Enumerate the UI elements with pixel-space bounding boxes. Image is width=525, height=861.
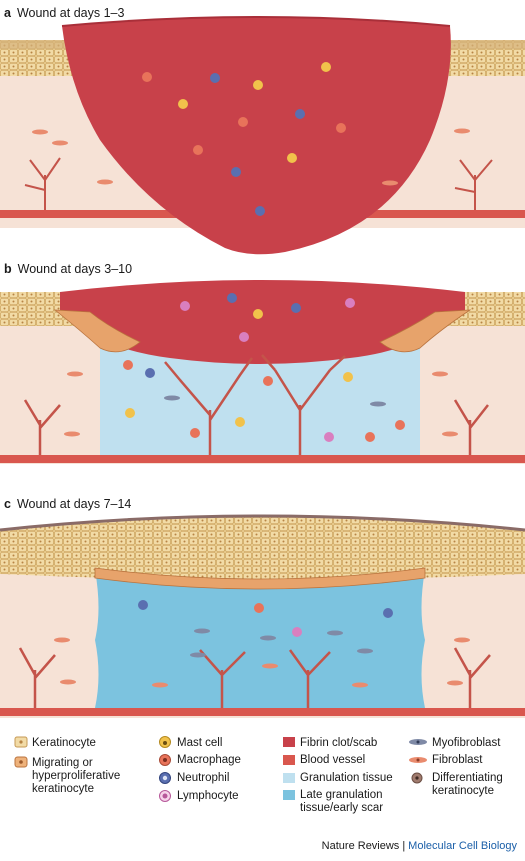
legend-keratinocyte: Keratinocyte <box>32 737 96 749</box>
epidermis <box>0 516 525 580</box>
legend-differentiating-keratinocyte: Differentiating keratinocyte <box>432 772 503 797</box>
panel-b-title: b Wound at days 3–10 <box>4 262 132 276</box>
keratinocyte-icon <box>14 736 28 748</box>
granulation-tissue-icon <box>283 773 295 783</box>
legend-neutrophil: Neutrophil <box>177 772 230 784</box>
migrating-keratinocytes-right <box>379 309 472 353</box>
differentiating-keratinocytes <box>0 514 525 532</box>
immune-cells <box>142 62 346 216</box>
granulation-tissue <box>100 342 420 455</box>
vessel-branches <box>18 647 491 708</box>
legend-late-granulation: Late granulation tissue/early scar <box>300 789 384 814</box>
fibrin-clot-icon <box>283 737 295 747</box>
journal-name: Nature Reviews <box>321 840 400 852</box>
legend-macrophage: Macrophage <box>177 754 241 766</box>
panel-b-diagram <box>0 280 525 464</box>
legend-migrating-keratinocyte: Migrating or hyperproliferative keratino… <box>32 757 121 795</box>
blood-vessel <box>0 708 525 716</box>
credit-line: Nature Reviews|Molecular Cell Biology <box>322 840 517 852</box>
fibrin-clot <box>62 17 451 255</box>
panel-a-title: a Wound at days 1–3 <box>4 6 124 20</box>
panel-c-diagram <box>0 514 525 718</box>
legend: Keratinocyte Migrating or hyperprolifera… <box>0 730 525 830</box>
panel-letter: a <box>4 6 11 20</box>
legend-myofibroblast: Myofibroblast <box>432 737 501 749</box>
macrophage-icon <box>159 754 171 766</box>
panel-letter: c <box>4 497 11 511</box>
fibroblasts <box>64 371 458 437</box>
myofibroblasts <box>190 628 373 658</box>
legend-lymphocyte: Lymphocyte <box>177 790 239 802</box>
differentiating-keratinocyte-icon <box>411 772 423 784</box>
late-granulation-tissue <box>95 570 425 708</box>
myofibroblasts <box>164 395 386 407</box>
legend-mast-cell: Mast cell <box>177 737 223 749</box>
blood-vessel-icon <box>283 755 295 765</box>
panel-title-text: Wound at days 1–3 <box>16 6 125 20</box>
legend-fibroblast: Fibroblast <box>432 754 483 766</box>
panel-title-text: Wound at days 7–14 <box>16 497 132 511</box>
panel-title-text: Wound at days 3–10 <box>17 262 133 276</box>
immune-cells <box>123 293 405 442</box>
legend-blood-vessel: Blood vessel <box>300 754 366 766</box>
panel-c-title: c Wound at days 7–14 <box>4 497 131 511</box>
mast-cell-icon <box>159 736 171 748</box>
lymphocyte-icon <box>159 790 171 802</box>
hyperproliferative-keratinocytes <box>94 567 426 590</box>
immune-cells <box>138 600 393 637</box>
blood-vessel <box>0 455 525 463</box>
vessel-branches <box>23 354 489 455</box>
migrating-keratinocytes-left <box>53 309 141 353</box>
fibroblasts <box>32 128 470 186</box>
fibrin-clot <box>60 280 465 364</box>
vessel-branches <box>24 157 493 210</box>
myofibroblast-icon <box>409 739 427 745</box>
fibroblast-icon <box>409 757 427 763</box>
credit-separator: | <box>402 840 406 852</box>
late-granulation-icon <box>283 790 295 800</box>
panel-letter: b <box>4 262 12 276</box>
legend-granulation-tissue: Granulation tissue <box>300 772 393 784</box>
legend-fibrin-clot: Fibrin clot/scab <box>300 737 378 749</box>
migrating-keratinocyte-icon <box>14 756 28 768</box>
fibroblasts <box>54 637 470 688</box>
panel-a-diagram <box>0 16 525 255</box>
journal-subject: Molecular Cell Biology <box>408 840 517 852</box>
neutrophil-icon <box>159 772 171 784</box>
